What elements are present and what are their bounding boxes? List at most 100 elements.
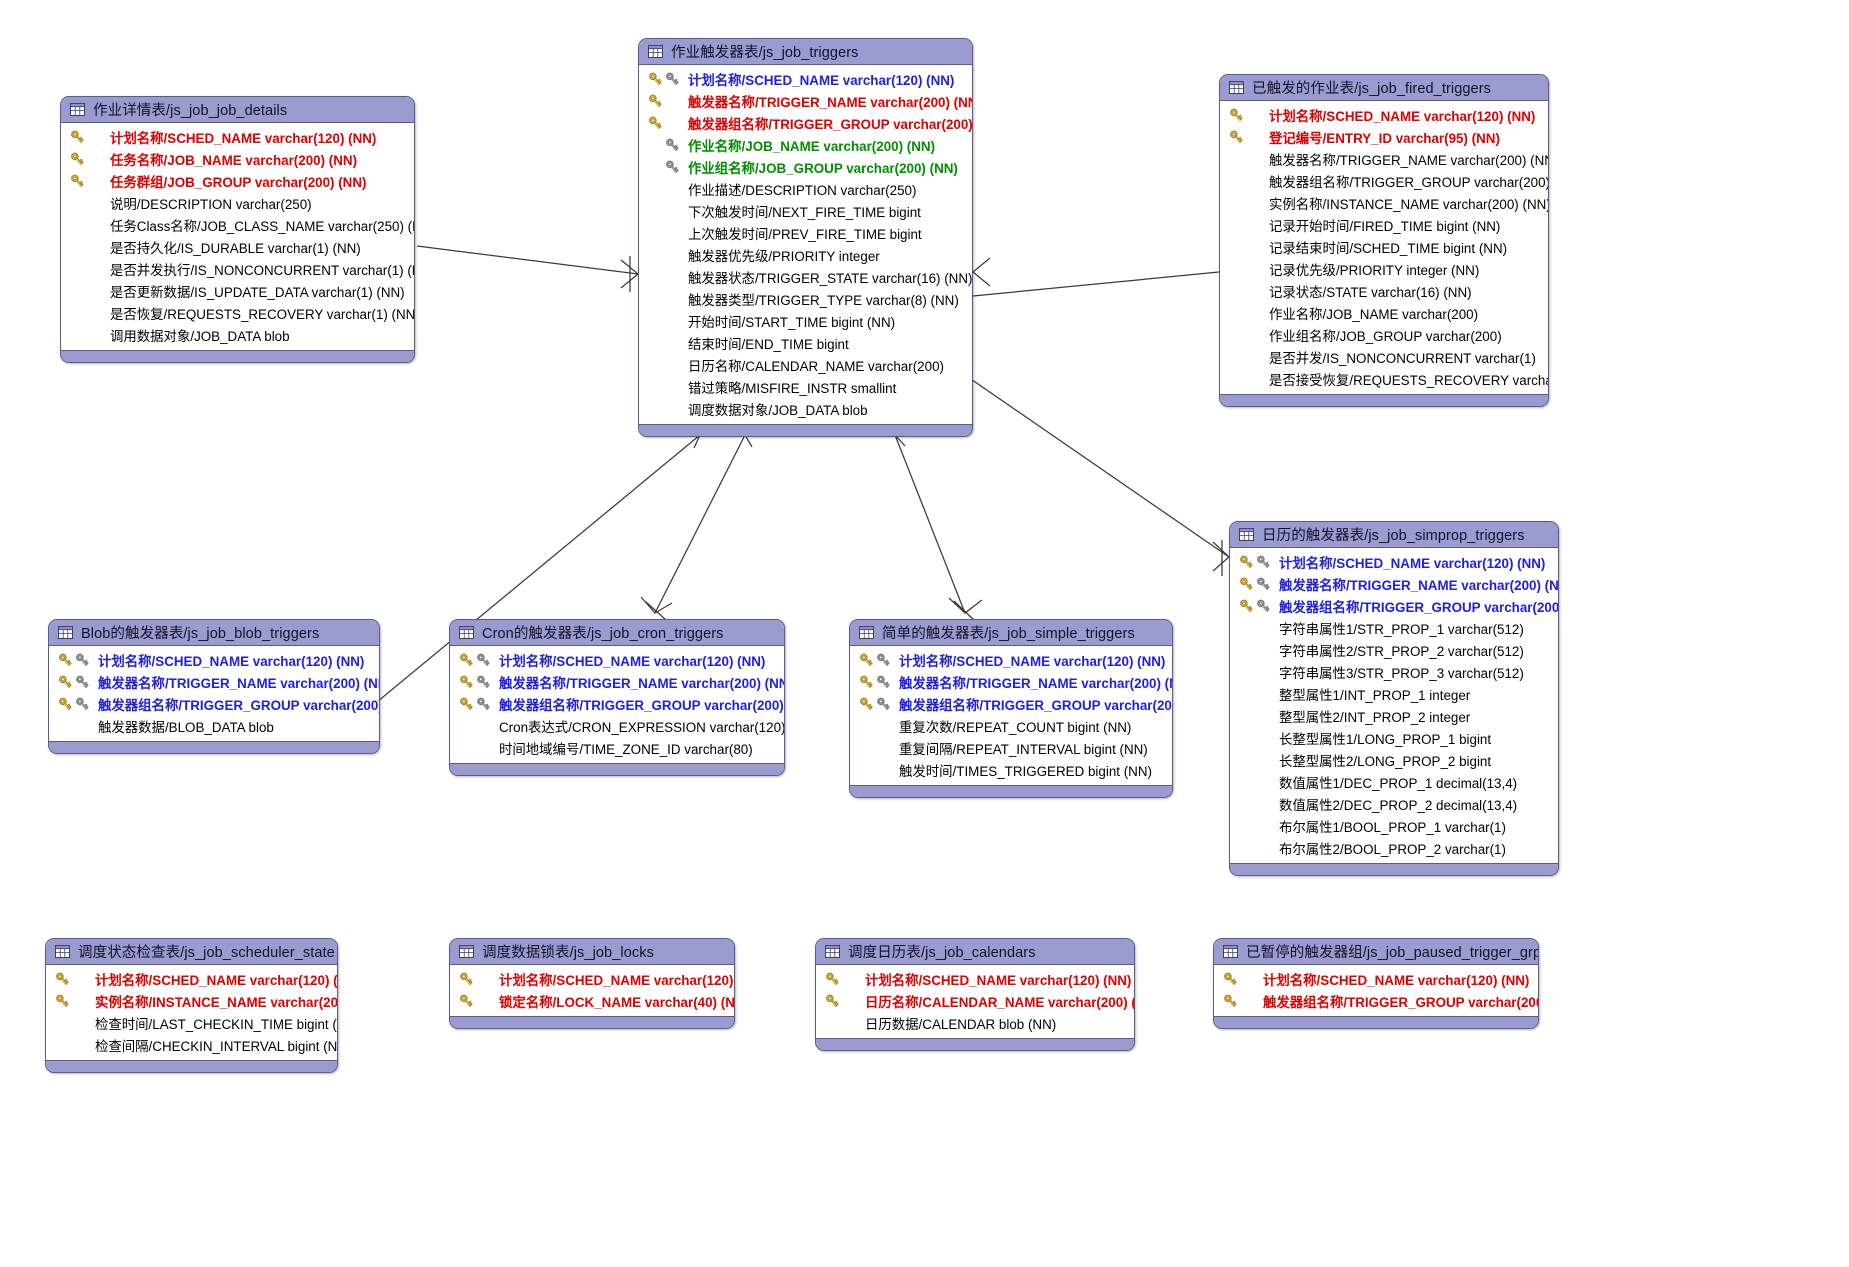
entity-header-js_job_simple_triggers[interactable]: 简单的触发器表/js_job_simple_triggers (850, 620, 1172, 646)
attribute-row[interactable]: 日历名称/CALENDAR_NAME varchar(200) (639, 354, 972, 376)
entity-header-js_job_calendars[interactable]: 调度日历表/js_job_calendars (816, 939, 1134, 965)
attribute-row[interactable]: 是否接受恢复/REQUESTS_RECOVERY varchar(1) (1220, 368, 1548, 390)
attribute-row[interactable]: 记录优先级/PRIORITY integer (NN) (1220, 258, 1548, 280)
attribute-row[interactable]: 是否并发执行/IS_NONCONCURRENT varchar(1) (NN) (61, 258, 414, 280)
entity-js_job_triggers[interactable]: 作业触发器表/js_job_triggers 计划名称/SCHED_NAME va… (638, 38, 973, 437)
attribute-row[interactable]: 上次触发时间/PREV_FIRE_TIME bigint (639, 222, 972, 244)
attribute-row[interactable]: 开始时间/START_TIME bigint (NN) (639, 310, 972, 332)
entity-js_job_locks[interactable]: 调度数据锁表/js_job_locks 计划名称/SCHED_NAME varch… (449, 938, 735, 1029)
attribute-row[interactable]: 实例名称/INSTANCE_NAME varchar(200) (NN) (1220, 192, 1548, 214)
attribute-row[interactable]: 时间地域编号/TIME_ZONE_ID varchar(80) (450, 737, 784, 759)
attribute-row[interactable]: 触发器名称/TRIGGER_NAME varchar(200) (NN) (1230, 573, 1558, 595)
attribute-row[interactable]: 作业名称/JOB_NAME varchar(200) (NN) (639, 134, 972, 156)
attribute-row[interactable]: 布尔属性2/BOOL_PROP_2 varchar(1) (1230, 837, 1558, 859)
attribute-row[interactable]: 记录状态/STATE varchar(16) (NN) (1220, 280, 1548, 302)
entity-header-js_job_simprop_triggers[interactable]: 日历的触发器表/js_job_simprop_triggers (1230, 522, 1558, 548)
attribute-row[interactable]: 是否持久化/IS_DURABLE varchar(1) (NN) (61, 236, 414, 258)
attribute-row[interactable]: 长整型属性2/LONG_PROP_2 bigint (1230, 749, 1558, 771)
attribute-row[interactable]: 是否恢复/REQUESTS_RECOVERY varchar(1) (NN) (61, 302, 414, 324)
attribute-row[interactable]: Cron表达式/CRON_EXPRESSION varchar(120) (NN… (450, 715, 784, 737)
attribute-row[interactable]: 计划名称/SCHED_NAME varchar(120) (NN) (639, 68, 972, 90)
attribute-row[interactable]: 锁定名称/LOCK_NAME varchar(40) (NN) (450, 990, 734, 1012)
attribute-row[interactable]: 计划名称/SCHED_NAME varchar(120) (NN) (1230, 551, 1558, 573)
attribute-row[interactable]: 触发器名称/TRIGGER_NAME varchar(200) (NN) (639, 90, 972, 112)
entity-header-js_job_job_details[interactable]: 作业详情表/js_job_job_details (61, 97, 414, 123)
attribute-row[interactable]: 触发时间/TIMES_TRIGGERED bigint (NN) (850, 759, 1172, 781)
attribute-row[interactable]: 日历数据/CALENDAR blob (NN) (816, 1012, 1134, 1034)
entity-header-js_job_scheduler_state[interactable]: 调度状态检查表/js_job_scheduler_state (46, 939, 337, 965)
attribute-row[interactable]: 触发器名称/TRIGGER_NAME varchar(200) (NN) (450, 671, 784, 693)
entity-js_job_calendars[interactable]: 调度日历表/js_job_calendars 计划名称/SCHED_NAME va… (815, 938, 1135, 1051)
attribute-row[interactable]: 错过策略/MISFIRE_INSTR smallint (639, 376, 972, 398)
entity-js_job_simprop_triggers[interactable]: 日历的触发器表/js_job_simprop_triggers 计划名称/SCHE… (1229, 521, 1559, 876)
attribute-row[interactable]: 作业名称/JOB_NAME varchar(200) (1220, 302, 1548, 324)
attribute-row[interactable]: 登记编号/ENTRY_ID varchar(95) (NN) (1220, 126, 1548, 148)
attribute-row[interactable]: 触发器状态/TRIGGER_STATE varchar(16) (NN) (639, 266, 972, 288)
attribute-row[interactable]: 布尔属性1/BOOL_PROP_1 varchar(1) (1230, 815, 1558, 837)
attribute-row[interactable]: 任务群组/JOB_GROUP varchar(200) (NN) (61, 170, 414, 192)
attribute-row[interactable]: 数值属性1/DEC_PROP_1 decimal(13,4) (1230, 771, 1558, 793)
attribute-row[interactable]: 触发器组名称/TRIGGER_GROUP varchar(200) (NN) (1220, 170, 1548, 192)
entity-js_job_fired_triggers[interactable]: 已触发的作业表/js_job_fired_triggers 计划名称/SCHED_… (1219, 74, 1549, 407)
attribute-row[interactable]: 计划名称/SCHED_NAME varchar(120) (NN) (1214, 968, 1538, 990)
attribute-row[interactable]: 计划名称/SCHED_NAME varchar(120) (NN) (850, 649, 1172, 671)
attribute-row[interactable]: 字符串属性2/STR_PROP_2 varchar(512) (1230, 639, 1558, 661)
attribute-row[interactable]: 日历名称/CALENDAR_NAME varchar(200) (NN) (816, 990, 1134, 1012)
attribute-row[interactable]: 是否并发/IS_NONCONCURRENT varchar(1) (1220, 346, 1548, 368)
attribute-row[interactable]: 计划名称/SCHED_NAME varchar(120) (NN) (816, 968, 1134, 990)
entity-js_job_simple_triggers[interactable]: 简单的触发器表/js_job_simple_triggers 计划名称/SCHED… (849, 619, 1173, 798)
attribute-row[interactable]: 触发器组名称/TRIGGER_GROUP varchar(200) (NN) (450, 693, 784, 715)
attribute-row[interactable]: 计划名称/SCHED_NAME varchar(120) (NN) (1220, 104, 1548, 126)
attribute-row[interactable]: 整型属性2/INT_PROP_2 integer (1230, 705, 1558, 727)
attribute-row[interactable]: 字符串属性1/STR_PROP_1 varchar(512) (1230, 617, 1558, 639)
entity-header-js_job_blob_triggers[interactable]: Blob的触发器表/js_job_blob_triggers (49, 620, 379, 646)
attribute-row[interactable]: 触发器组名称/TRIGGER_GROUP varchar(200) (NN) (49, 693, 379, 715)
attribute-row[interactable]: 记录开始时间/FIRED_TIME bigint (NN) (1220, 214, 1548, 236)
attribute-row[interactable]: 作业组名称/JOB_GROUP varchar(200) (1220, 324, 1548, 346)
attribute-row[interactable]: 计划名称/SCHED_NAME varchar(120) (NN) (450, 649, 784, 671)
attribute-row[interactable]: 是否更新数据/IS_UPDATE_DATA varchar(1) (NN) (61, 280, 414, 302)
attribute-row[interactable]: 任务Class名称/JOB_CLASS_NAME varchar(250) (N… (61, 214, 414, 236)
attribute-row[interactable]: 触发器数据/BLOB_DATA blob (49, 715, 379, 737)
attribute-row[interactable]: 触发器名称/TRIGGER_NAME varchar(200) (NN) (49, 671, 379, 693)
entity-header-js_job_cron_triggers[interactable]: Cron的触发器表/js_job_cron_triggers (450, 620, 784, 646)
attribute-row[interactable]: 整型属性1/INT_PROP_1 integer (1230, 683, 1558, 705)
entity-js_job_job_details[interactable]: 作业详情表/js_job_job_details 计划名称/SCHED_NAME … (60, 96, 415, 363)
entity-header-js_job_fired_triggers[interactable]: 已触发的作业表/js_job_fired_triggers (1220, 75, 1548, 101)
attribute-row[interactable]: 调用数据对象/JOB_DATA blob (61, 324, 414, 346)
attribute-row[interactable]: 重复间隔/REPEAT_INTERVAL bigint (NN) (850, 737, 1172, 759)
attribute-row[interactable]: 重复次数/REPEAT_COUNT bigint (NN) (850, 715, 1172, 737)
attribute-row[interactable]: 下次触发时间/NEXT_FIRE_TIME bigint (639, 200, 972, 222)
attribute-row[interactable]: 任务名称/JOB_NAME varchar(200) (NN) (61, 148, 414, 170)
attribute-row[interactable]: 字符串属性3/STR_PROP_3 varchar(512) (1230, 661, 1558, 683)
entity-js_job_cron_triggers[interactable]: Cron的触发器表/js_job_cron_triggers 计划名称/SCHED… (449, 619, 785, 776)
attribute-row[interactable]: 调度数据对象/JOB_DATA blob (639, 398, 972, 420)
attribute-row[interactable]: 记录结束时间/SCHED_TIME bigint (NN) (1220, 236, 1548, 258)
attribute-row[interactable]: 计划名称/SCHED_NAME varchar(120) (NN) (450, 968, 734, 990)
attribute-row[interactable]: 计划名称/SCHED_NAME varchar(120) (NN) (46, 968, 337, 990)
attribute-row[interactable]: 作业组名称/JOB_GROUP varchar(200) (NN) (639, 156, 972, 178)
entity-js_job_paused_trigger_grps[interactable]: 已暂停的触发器组/js_job_paused_trigger_grps 计划名称/… (1213, 938, 1539, 1029)
entity-js_job_scheduler_state[interactable]: 调度状态检查表/js_job_scheduler_state 计划名称/SCHED… (45, 938, 338, 1073)
attribute-row[interactable]: 触发器组名称/TRIGGER_GROUP varchar(200) (NN) (639, 112, 972, 134)
attribute-row[interactable]: 触发器组名称/TRIGGER_GROUP varchar(200) (NN) (850, 693, 1172, 715)
attribute-row[interactable]: 计划名称/SCHED_NAME varchar(120) (NN) (61, 126, 414, 148)
attribute-row[interactable]: 结束时间/END_TIME bigint (639, 332, 972, 354)
entity-js_job_blob_triggers[interactable]: Blob的触发器表/js_job_blob_triggers 计划名称/SCHED… (48, 619, 380, 754)
attribute-row[interactable]: 触发器名称/TRIGGER_NAME varchar(200) (NN) (1220, 148, 1548, 170)
attribute-row[interactable]: 检查时间/LAST_CHECKIN_TIME bigint (NN) (46, 1012, 337, 1034)
attribute-row[interactable]: 实例名称/INSTANCE_NAME varchar(200) (NN) (46, 990, 337, 1012)
entity-header-js_job_paused_trigger_grps[interactable]: 已暂停的触发器组/js_job_paused_trigger_grps (1214, 939, 1538, 965)
attribute-row[interactable]: 触发器名称/TRIGGER_NAME varchar(200) (NN) (850, 671, 1172, 693)
attribute-row[interactable]: 说明/DESCRIPTION varchar(250) (61, 192, 414, 214)
entity-header-js_job_triggers[interactable]: 作业触发器表/js_job_triggers (639, 39, 972, 65)
attribute-row[interactable]: 触发器类型/TRIGGER_TYPE varchar(8) (NN) (639, 288, 972, 310)
attribute-row[interactable]: 触发器优先级/PRIORITY integer (639, 244, 972, 266)
entity-header-js_job_locks[interactable]: 调度数据锁表/js_job_locks (450, 939, 734, 965)
attribute-row[interactable]: 数值属性2/DEC_PROP_2 decimal(13,4) (1230, 793, 1558, 815)
attribute-row[interactable]: 触发器组名称/TRIGGER_GROUP varchar(200) (NN) (1230, 595, 1558, 617)
attribute-row[interactable]: 作业描述/DESCRIPTION varchar(250) (639, 178, 972, 200)
attribute-row[interactable]: 计划名称/SCHED_NAME varchar(120) (NN) (49, 649, 379, 671)
attribute-row[interactable]: 长整型属性1/LONG_PROP_1 bigint (1230, 727, 1558, 749)
attribute-row[interactable]: 检查间隔/CHECKIN_INTERVAL bigint (NN) (46, 1034, 337, 1056)
